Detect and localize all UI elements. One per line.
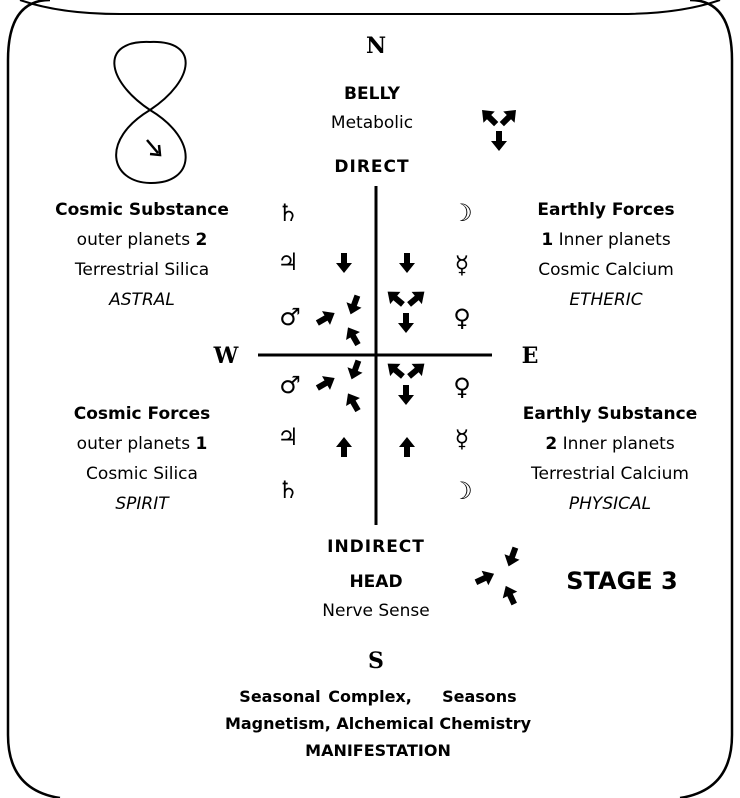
- east-label: E: [521, 343, 539, 369]
- arrow-icon: [472, 544, 523, 608]
- mars-glyph: ♂: [279, 371, 301, 399]
- footer-line3: MANIFESTATION: [305, 741, 451, 760]
- direct-label: DIRECT: [334, 157, 410, 177]
- sw-line2: outer planets 1: [76, 434, 208, 454]
- arrow-icon: [313, 292, 365, 349]
- sw-body: SPIRIT: [115, 494, 169, 514]
- sw-line3: Cosmic Silica: [86, 464, 198, 484]
- sw-title: Cosmic Forces: [73, 404, 211, 424]
- arrow-icon: [336, 253, 352, 273]
- stage-label: STAGE 3: [566, 567, 678, 595]
- arrow-icon: [382, 285, 430, 333]
- ne-line3: Cosmic Calcium: [538, 260, 674, 280]
- footer-line1: Seasonal Complex, Seasons: [239, 687, 517, 706]
- west-label: W: [213, 343, 239, 369]
- venus-glyph: ♀: [453, 373, 471, 401]
- ne-body: ETHERIC: [569, 290, 643, 310]
- indirect-label: INDIRECT: [327, 537, 425, 557]
- jupiter-glyph: ♃: [277, 248, 299, 276]
- se-body: PHYSICAL: [568, 494, 652, 514]
- mars-glyph: ♂: [279, 303, 301, 331]
- nw-line3: Terrestrial Silica: [74, 260, 210, 280]
- jupiter-glyph: ♃: [277, 423, 299, 451]
- nerve-sense-label: Nerve Sense: [322, 601, 430, 621]
- south-label: S: [368, 648, 384, 674]
- saturn-glyph: ♄: [277, 199, 299, 227]
- border: [6, 0, 734, 798]
- se-title: Earthly Substance: [522, 404, 698, 424]
- nw-body: ASTRAL: [109, 290, 175, 310]
- nw-title: Cosmic Substance: [55, 200, 229, 220]
- mercury-glyph: ☿: [454, 251, 470, 279]
- saturn-glyph: ♄: [277, 476, 299, 504]
- ne-title: Earthly Forces: [537, 200, 675, 220]
- arrow-icon: [313, 357, 366, 415]
- belly-label: BELLY: [344, 84, 400, 104]
- se-line3: Terrestrial Calcium: [531, 464, 689, 484]
- head-label: HEAD: [349, 572, 403, 592]
- arrow-icon: [336, 437, 352, 457]
- metabolic-label: Metabolic: [330, 113, 414, 133]
- arrow-icon: [399, 437, 415, 457]
- figure-eight-icon: [113, 40, 187, 185]
- mercury-glyph: ☿: [454, 425, 470, 453]
- arrow-icon: [476, 104, 522, 151]
- arrow-icon: [382, 357, 430, 405]
- footer-line2: Magnetism, Alchemical Chemistry: [224, 714, 532, 733]
- north-label: N: [365, 33, 387, 59]
- ne-line2: 1 Inner planets: [541, 230, 671, 250]
- moon-glyph: ☽: [451, 199, 473, 227]
- nw-line2: outer planets 2: [76, 230, 208, 250]
- venus-glyph: ♀: [453, 304, 471, 332]
- arrow-icon: [399, 253, 415, 273]
- se-line2: 2 Inner planets: [545, 434, 675, 454]
- moon-glyph: ☽: [451, 477, 473, 505]
- top-tab: [19, 0, 721, 15]
